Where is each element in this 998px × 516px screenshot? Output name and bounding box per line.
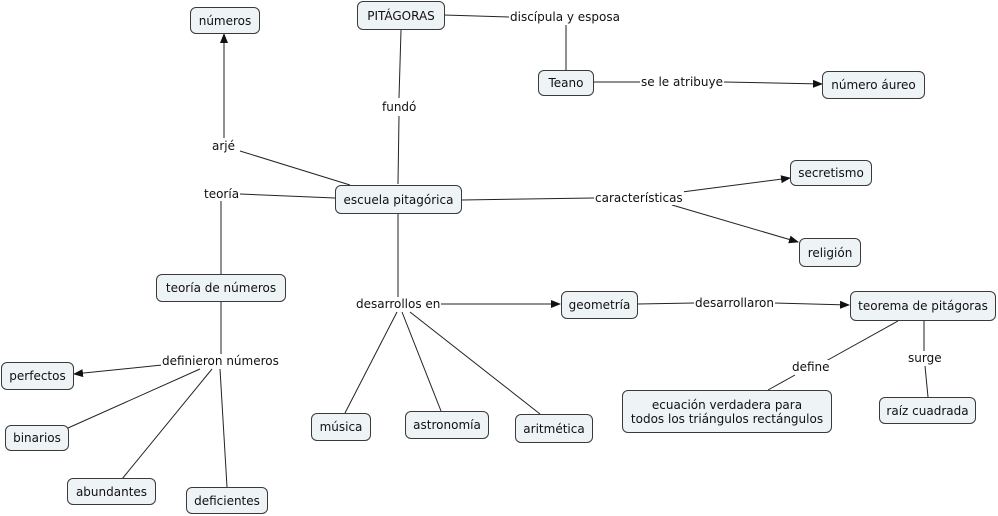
node-secretismo[interactable]: secretismo [790,160,872,186]
ecuacion-line-2: todos los triángulos rectángulos [630,411,824,426]
node-perfectos[interactable]: perfectos [1,362,74,390]
edge-definieron-abundantes [121,368,213,480]
edge-definieron-binarios [67,368,201,429]
node-teano[interactable]: Teano [538,70,594,96]
edge-caract-religion [671,204,799,244]
edge-escuela-teoria [239,193,336,199]
edge-surge-raiz [924,365,929,398]
edge-pitagoras-fundo [398,29,402,99]
link-label-definieron-numeros: definieron números [161,354,280,368]
link-label-desarrollaron: desarrollaron [694,296,775,310]
node-abundantes[interactable]: abundantes [67,478,156,505]
node-teoria-de-numeros[interactable]: teoría de números [156,274,286,302]
edge-define-ecuacion [767,374,796,391]
link-label-se-le-atribuye: se le atribuye [640,75,725,89]
node-geometria[interactable]: geometría [561,291,638,319]
ecuacion-line-1: ecuación verdadera para [651,397,803,412]
edge-escuela-caract [461,197,595,201]
link-label-surge: surge [907,351,943,365]
edge-fundo-escuela [397,115,400,185]
node-escuela-pitagorica[interactable]: escuela pitagórica [335,185,462,214]
node-teorema-de-pitagoras[interactable]: teorema de pitágoras [850,291,996,321]
node-deficientes[interactable]: deficientes [186,487,268,514]
edge-definieron-deficientes [219,368,228,488]
edge-teorema-define [825,320,899,362]
edge-atribuye-aureo [723,79,823,88]
link-label-discipula-y-esposa: discípula y esposa [509,10,621,24]
node-numero-aureo[interactable]: número áureo [822,71,925,99]
link-label-fundo: fundó [381,100,418,114]
node-astronomia[interactable]: astronomía [405,411,489,439]
node-raiz-cuadrada[interactable]: raíz cuadrada [879,397,976,424]
edge-desarrollaron-teorema [773,300,850,309]
node-aritmetica[interactable]: aritmética [515,414,593,443]
node-numeros[interactable]: números [190,7,260,34]
edge-caract-secretismo [681,175,791,193]
edge-escuela-arje [239,150,351,186]
node-religion[interactable]: religión [799,238,861,267]
edge-desarrollos-astronomia [401,311,442,412]
edge-definieron-perfectos [73,364,163,378]
link-label-arje: arjé [211,139,237,153]
link-label-desarrollos-en: desarrollos en [355,297,442,311]
link-label-define: define [791,360,831,374]
link-label-caracteristicas: características [594,191,684,205]
edge-desarrollos-aritmetica [409,311,541,415]
edge-geometria-desarrollaron [637,302,695,305]
node-musica[interactable]: música [311,413,371,441]
node-binarios[interactable]: binarios [5,425,69,451]
edge-desarrollos-musica [344,311,398,414]
edge-pitagoras-discipula [443,14,511,18]
link-label-teoria: teoría [203,187,241,201]
node-pitagoras[interactable]: PITÁGORAS [357,1,445,30]
node-ecuacion-verdadera[interactable]: ecuación verdadera para todos los triáng… [622,390,832,433]
